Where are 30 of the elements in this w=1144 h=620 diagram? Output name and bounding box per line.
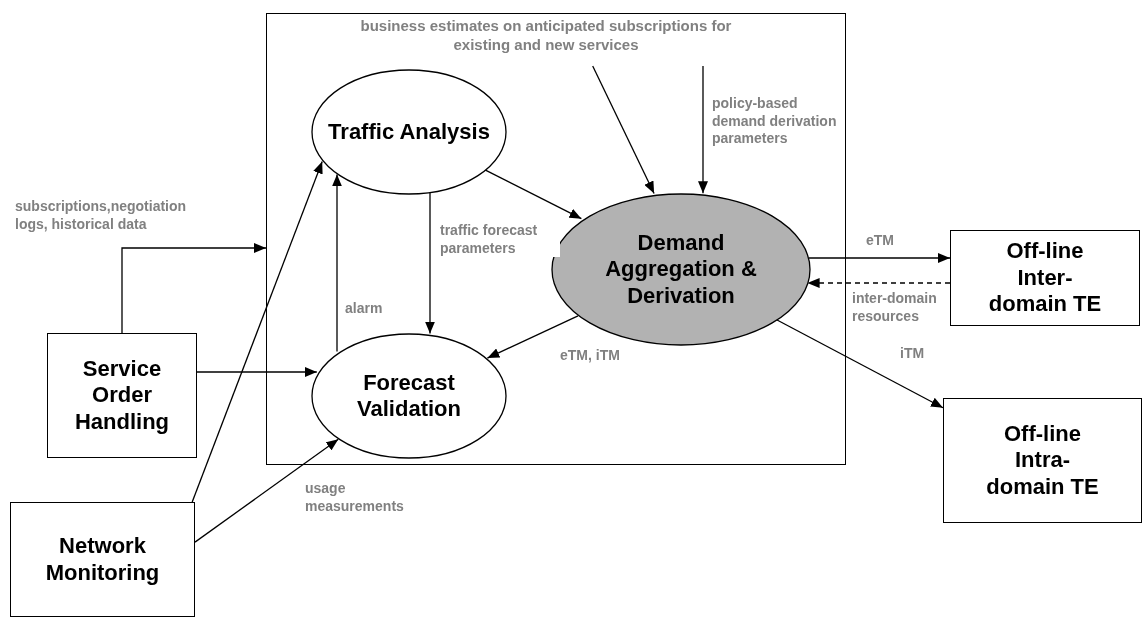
arrow xyxy=(332,173,342,353)
input-text: business estimates on anticipated subscriptions for existing and new services xyxy=(331,17,761,67)
node-label: Network Monitoring xyxy=(44,533,161,586)
frame-box xyxy=(266,13,846,465)
arrow xyxy=(592,65,655,195)
node-label: Forecast Validation xyxy=(356,369,462,423)
arrow xyxy=(191,160,323,503)
node-label: Off-line Inter-domain TE xyxy=(987,238,1103,318)
node-label: Demand Aggregation & Derivation xyxy=(604,229,758,310)
process-ellipse xyxy=(311,69,507,195)
node-label: Traffic Analysis xyxy=(327,118,491,146)
process-box xyxy=(10,502,195,617)
edge-label: traffic forecast parameters xyxy=(440,222,560,257)
process-box xyxy=(47,333,197,458)
arrow xyxy=(121,243,267,334)
arrow xyxy=(808,253,951,263)
arrow xyxy=(425,191,435,335)
arrow xyxy=(194,438,339,543)
process-box xyxy=(950,230,1140,326)
edge-label: policy-based demand derivation parameters xyxy=(712,95,837,148)
arrow xyxy=(196,367,318,377)
node-label: Off-line Intra-domain TE xyxy=(985,420,1100,501)
node-label: Service Order Handling xyxy=(73,355,171,436)
arrow xyxy=(775,319,944,409)
arrow xyxy=(486,315,579,359)
arrow xyxy=(698,65,708,194)
process-ellipse xyxy=(311,333,507,459)
process-box xyxy=(943,398,1142,523)
arrow xyxy=(484,169,583,220)
process-ellipse xyxy=(551,193,811,346)
